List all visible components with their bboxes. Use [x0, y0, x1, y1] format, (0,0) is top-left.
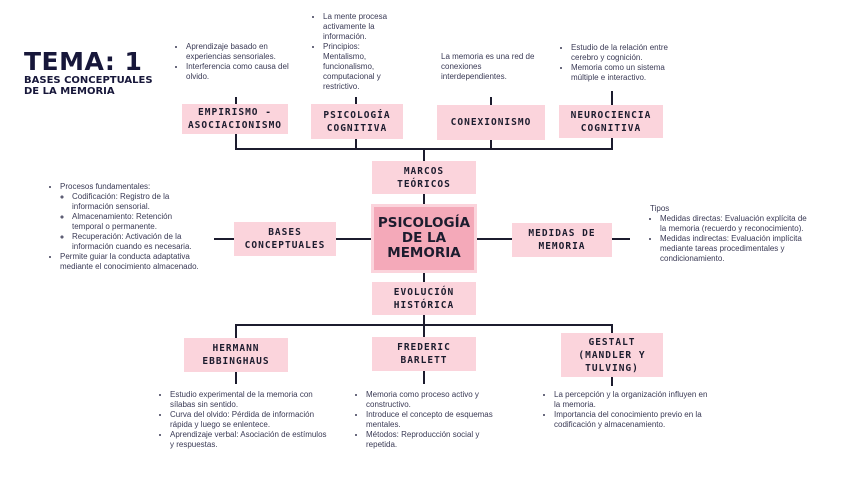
note-item: Procesos fundamentales: Codificación: Re…: [60, 182, 200, 252]
subtitle-line1: BASES CONCEPTUALES: [24, 75, 153, 86]
note-item: Curva del olvido: Pérdida de información…: [170, 410, 330, 430]
node-label: PSICOLOGÍA: [323, 109, 391, 121]
node-label: EMPIRISMO -: [198, 107, 272, 118]
note-psicologia-cognitiva: La mente procesa activamente la informac…: [313, 12, 403, 92]
note-barlett: Memoria como proceso activo y constructi…: [356, 390, 506, 450]
note-item: La percepción y la organización influyen…: [554, 390, 714, 410]
node-bases-conceptuales[interactable]: BASES CONCEPTUALES: [234, 222, 336, 256]
note-ebbinghaus: Estudio experimental de la memoria con s…: [160, 390, 330, 450]
node-label: TEÓRICOS: [397, 178, 451, 190]
note-subitem: Codificación: Registro de la información…: [72, 192, 200, 212]
note-subitem: Almacenamiento: Retención temporal o per…: [72, 212, 200, 232]
node-empirismo[interactable]: EMPIRISMO - ASOCIACIONISMO: [182, 104, 288, 134]
node-label: CONEXIONISMO: [450, 117, 532, 128]
page-subtitle: BASES CONCEPTUALES DE LA MEMORIA: [24, 75, 153, 97]
note-empirismo: Aprendizaje basado en experiencias senso…: [176, 42, 300, 82]
note-item: Memoria como proceso activo y constructi…: [366, 390, 506, 410]
node-label: HISTÓRICA: [393, 299, 455, 311]
node-label: BARLETT: [400, 355, 448, 366]
node-medidas-de-memoria[interactable]: MEDIDAS DE MEMORIA: [512, 223, 612, 257]
note-item: Estudio de la relación entre cerebro y c…: [571, 43, 681, 63]
note-item: Aprendizaje basado en experiencias senso…: [186, 42, 300, 62]
central-topic-line: DE LA: [401, 230, 447, 246]
node-label: MARCOS: [403, 165, 445, 177]
node-label: ASOCIACIONISMO: [187, 120, 283, 131]
node-label: (MANDLER Y: [578, 349, 646, 361]
node-label: BASES: [268, 227, 302, 238]
central-topic[interactable]: PSICOLOGÍA DE LA MEMORIA: [374, 207, 474, 270]
node-label: EBBINGHAUS: [202, 356, 270, 367]
node-ebbinghaus[interactable]: HERMANN EBBINGHAUS: [184, 338, 288, 372]
note-item: Introduce el concepto de esquemas mental…: [366, 410, 506, 430]
note-medidas-de-memoria: Tipos Medidas directas: Evaluación explí…: [650, 204, 810, 264]
note-item: Memoria como un sistema múltiple e inter…: [571, 63, 681, 83]
node-label: GESTALT: [588, 336, 636, 348]
note-item: Interferencia como causa del olvido.: [186, 62, 300, 82]
node-conexionismo[interactable]: CONEXIONISMO: [437, 105, 545, 140]
node-label: FREDERIC: [397, 342, 451, 353]
note-item: Importancia del conocimiento previo en l…: [554, 410, 714, 430]
note-item: La mente procesa activamente la informac…: [323, 12, 403, 42]
node-label: HERMANN: [212, 343, 260, 354]
note-item: Métodos: Reproducción social y repetida.: [366, 430, 506, 450]
note-subitem: Recuperación: Activación de la informaci…: [72, 232, 200, 252]
note-item: Principios: Mentalismo, funcionalismo, c…: [323, 42, 403, 92]
node-label: COGNITIVA: [580, 122, 642, 134]
note-item: Estudio experimental de la memoria con s…: [170, 390, 330, 410]
note-conexionismo: La memoria es una red de conexiones inte…: [441, 52, 545, 82]
note-item-text: Procesos fundamentales:: [60, 182, 151, 191]
node-barlett[interactable]: FREDERIC BARLETT: [372, 337, 476, 371]
node-label: TULVING): [585, 362, 639, 374]
node-label: COGNITIVA: [326, 122, 388, 134]
note-item: Medidas indirectas: Evaluación implícita…: [660, 234, 810, 264]
node-label: MEDIDAS DE: [528, 228, 596, 239]
node-label: MEMORIA: [538, 241, 586, 252]
note-neurociencia: Estudio de la relación entre cerebro y c…: [561, 43, 681, 83]
note-heading: Tipos: [650, 204, 670, 213]
note-item: Permite guiar la conducta adaptativa med…: [60, 252, 200, 272]
central-topic-line: MEMORIA: [387, 245, 461, 261]
node-label: CONCEPTUALES: [244, 240, 326, 251]
note-item: Medidas directas: Evaluación explícita d…: [660, 214, 810, 234]
note-gestalt: La percepción y la organización influyen…: [544, 390, 714, 430]
note-item: Aprendizaje verbal: Asociación de estímu…: [170, 430, 330, 450]
central-topic-line: PSICOLOGÍA: [377, 215, 471, 231]
node-label: NEUROCIENCIA: [570, 109, 652, 121]
page-title: TEMA: 1: [24, 47, 143, 76]
note-bases-conceptuales: Procesos fundamentales: Codificación: Re…: [50, 182, 200, 272]
subtitle-line2: DE LA MEMORIA: [24, 86, 115, 97]
note-item: La memoria es una red de conexiones inte…: [441, 52, 535, 81]
node-label: EVOLUCIÓN: [393, 286, 455, 298]
